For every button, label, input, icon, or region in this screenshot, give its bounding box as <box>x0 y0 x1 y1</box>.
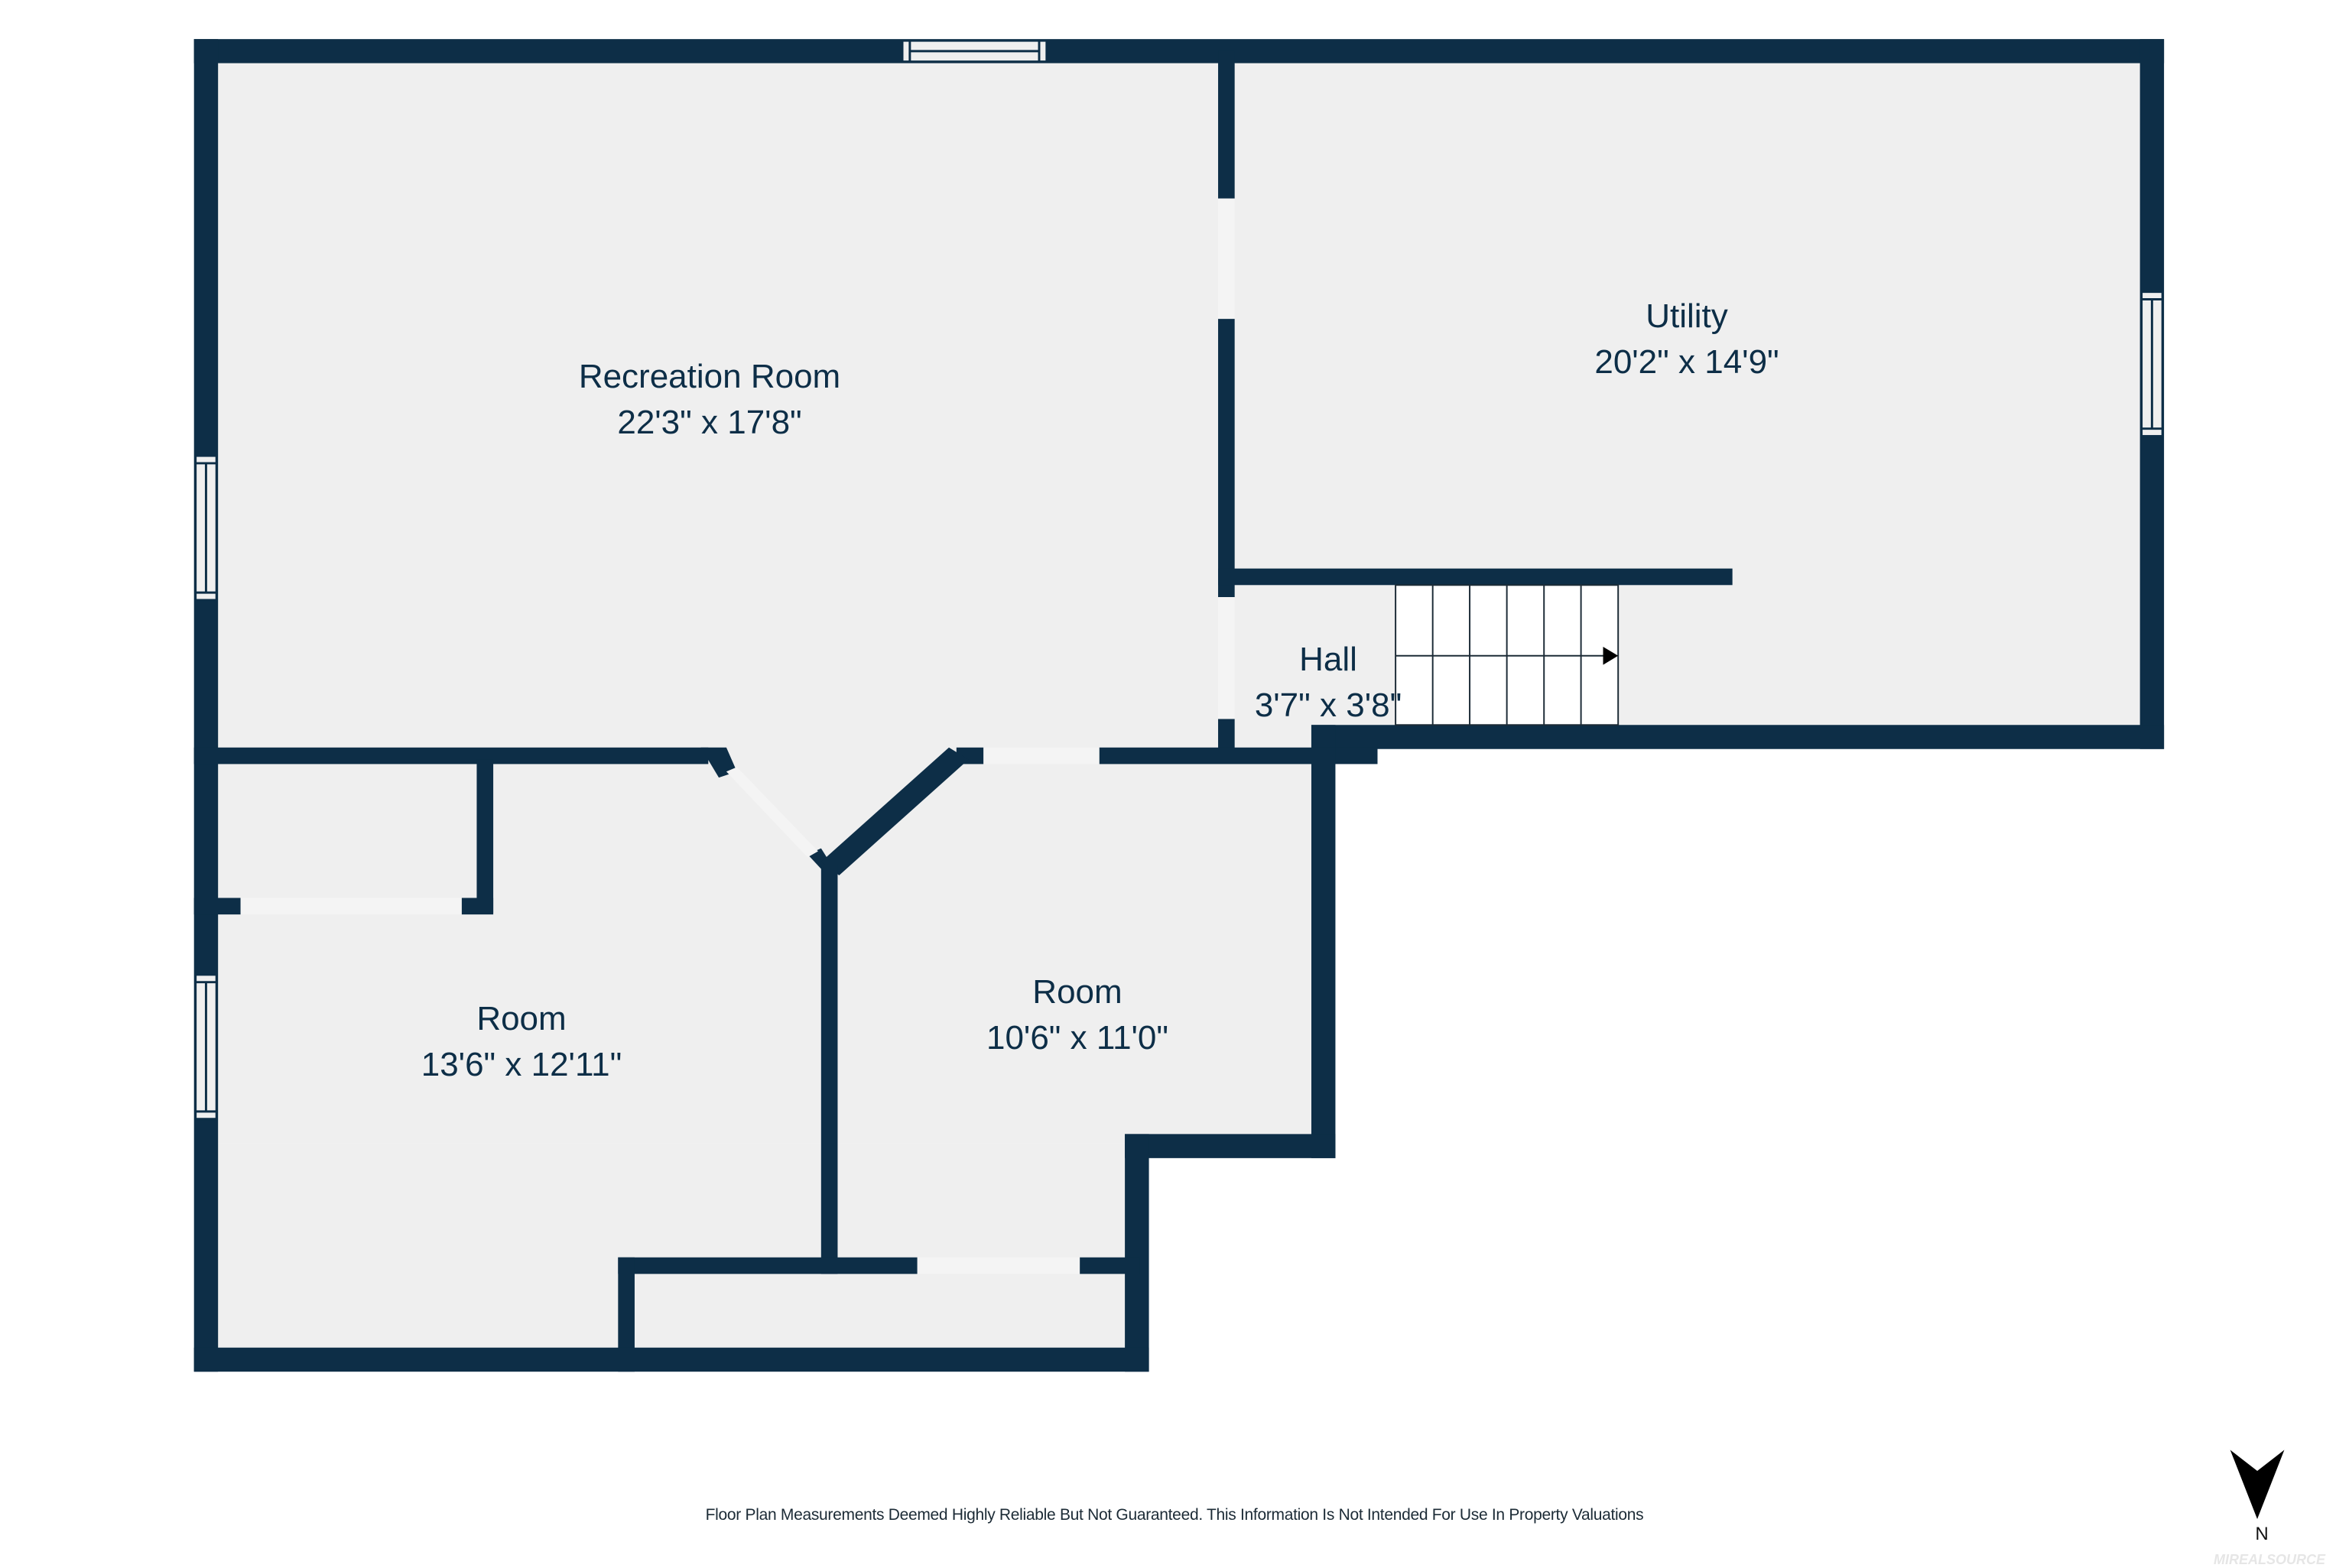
room-label-recreation: Recreation Room 22'3" x 17'8" <box>579 354 840 446</box>
compass-label: N <box>2255 1524 2269 1544</box>
room-dimensions: 22'3" x 17'8" <box>617 404 802 441</box>
disclaimer-text: Floor Plan Measurements Deemed Highly Re… <box>705 1506 1644 1524</box>
room-name: Utility <box>1646 297 1728 335</box>
room-name: Room <box>1032 973 1123 1011</box>
floor-areas <box>206 50 2152 1362</box>
window-utility-right <box>2140 291 2164 438</box>
room-label-room-right: Room 10'6" x 11'0" <box>986 969 1168 1061</box>
staircase <box>1395 584 1620 726</box>
window-rec-left <box>194 454 218 602</box>
room-name: Hall <box>1299 641 1357 678</box>
walls <box>193 39 2165 1372</box>
room-dimensions: 10'6" x 11'0" <box>986 1019 1169 1057</box>
room-dimensions: 13'6" x 12'11" <box>421 1046 622 1083</box>
stair-direction-arrow-icon <box>1603 646 1619 665</box>
room-name: Recreation Room <box>578 358 841 395</box>
window-top <box>901 39 1048 63</box>
window-room-left <box>194 973 218 1121</box>
windows <box>194 39 2164 1121</box>
north-arrow-icon <box>2230 1450 2285 1520</box>
room-name: Room <box>476 1000 567 1037</box>
watermark-logo: MIREALSOURCE <box>2214 1552 2326 1567</box>
room-label-utility: Utility 20'2" x 14'9" <box>1594 294 1779 385</box>
room-label-hall: Hall 3'7" x 3'8" <box>1255 637 1402 729</box>
room-dimensions: 20'2" x 14'9" <box>1594 343 1779 381</box>
room-label-room-left: Room 13'6" x 12'11" <box>421 996 622 1088</box>
door-openings <box>240 198 1235 1274</box>
room-dimensions: 3'7" x 3'8" <box>1254 687 1402 724</box>
